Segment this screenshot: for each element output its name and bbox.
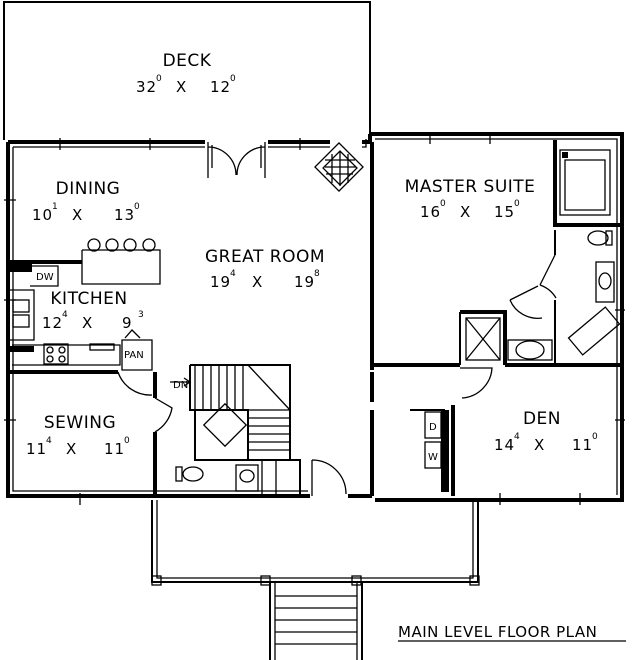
svg-text:12: 12 — [42, 314, 63, 332]
window-marks — [4, 132, 625, 505]
svg-text:0: 0 — [230, 74, 236, 84]
svg-text:0: 0 — [592, 432, 598, 442]
svg-text:0: 0 — [156, 74, 162, 84]
deck-doors — [207, 142, 266, 178]
svg-text:SEWING: SEWING — [44, 413, 116, 433]
master-bath-fixtures — [465, 149, 621, 361]
interior-walls — [10, 140, 622, 496]
stairs-down-label: DN — [173, 380, 188, 391]
svg-text:X: X — [176, 78, 187, 96]
svg-text:0: 0 — [134, 202, 140, 212]
svg-text:4: 4 — [230, 269, 236, 279]
svg-text:15: 15 — [494, 203, 515, 221]
room-label-kitchen: KITCHEN 12 4 X 9 3 — [42, 289, 144, 332]
svg-text:X: X — [534, 436, 545, 454]
dryer-label: D — [429, 422, 437, 433]
svg-text:8: 8 — [314, 269, 320, 279]
room-label-master-suite: MASTER SUITE 16 0 X 15 0 — [405, 177, 536, 221]
utility-closet — [194, 402, 301, 496]
half-bath-fixtures — [175, 460, 277, 496]
svg-text:1: 1 — [52, 202, 58, 212]
svg-text:X: X — [460, 203, 471, 221]
svg-text:11: 11 — [26, 440, 47, 458]
wood-stove-icon — [314, 142, 364, 192]
svg-text:19: 19 — [210, 273, 231, 291]
svg-text:X: X — [66, 440, 77, 458]
plan-title: MAIN LEVEL FLOOR PLAN — [398, 623, 597, 641]
room-label-great-room: GREAT ROOM 19 4 X 19 8 — [205, 247, 325, 291]
kitchen-counters — [10, 238, 161, 371]
svg-text:X: X — [72, 206, 83, 224]
front-steps — [269, 582, 363, 660]
door-swings — [117, 254, 557, 496]
dishwasher-label: DW — [36, 272, 54, 283]
room-label-dining: DINING 10 1 X 13 0 — [32, 179, 140, 224]
front-porch — [151, 500, 480, 586]
svg-text:4: 4 — [514, 432, 520, 442]
svg-text:13: 13 — [114, 206, 135, 224]
svg-text:GREAT ROOM: GREAT ROOM — [205, 247, 325, 267]
svg-text:19: 19 — [294, 273, 315, 291]
svg-text:DINING: DINING — [56, 179, 121, 199]
laundry-fixtures — [410, 409, 449, 492]
svg-text:KITCHEN: KITCHEN — [50, 289, 127, 309]
svg-text:11: 11 — [104, 440, 125, 458]
svg-text:X: X — [252, 273, 263, 291]
svg-text:3: 3 — [138, 310, 144, 320]
room-label-deck: DECK 32 0 X 12 0 — [136, 51, 236, 96]
svg-text:DECK: DECK — [163, 51, 212, 71]
pantry-label: PAN — [124, 350, 144, 361]
svg-text:X: X — [82, 314, 93, 332]
deck-outline — [3, 1, 371, 140]
room-label-sewing: SEWING 11 4 X 11 0 — [26, 413, 130, 458]
svg-text:16: 16 — [420, 203, 441, 221]
svg-text:MASTER SUITE: MASTER SUITE — [405, 177, 536, 197]
room-label-den: DEN 14 4 X 11 0 — [494, 409, 598, 454]
svg-text:10: 10 — [32, 206, 53, 224]
svg-text:14: 14 — [494, 436, 515, 454]
svg-text:12: 12 — [210, 78, 231, 96]
svg-text:32: 32 — [136, 78, 157, 96]
svg-text:4: 4 — [46, 436, 52, 446]
svg-text:11: 11 — [572, 436, 593, 454]
svg-text:4: 4 — [62, 310, 68, 320]
svg-text:9: 9 — [122, 314, 133, 332]
svg-text:0: 0 — [440, 199, 446, 209]
svg-text:0: 0 — [514, 199, 520, 209]
svg-text:DEN: DEN — [523, 409, 561, 429]
washer-label: W — [428, 452, 438, 463]
svg-text:0: 0 — [124, 436, 130, 446]
